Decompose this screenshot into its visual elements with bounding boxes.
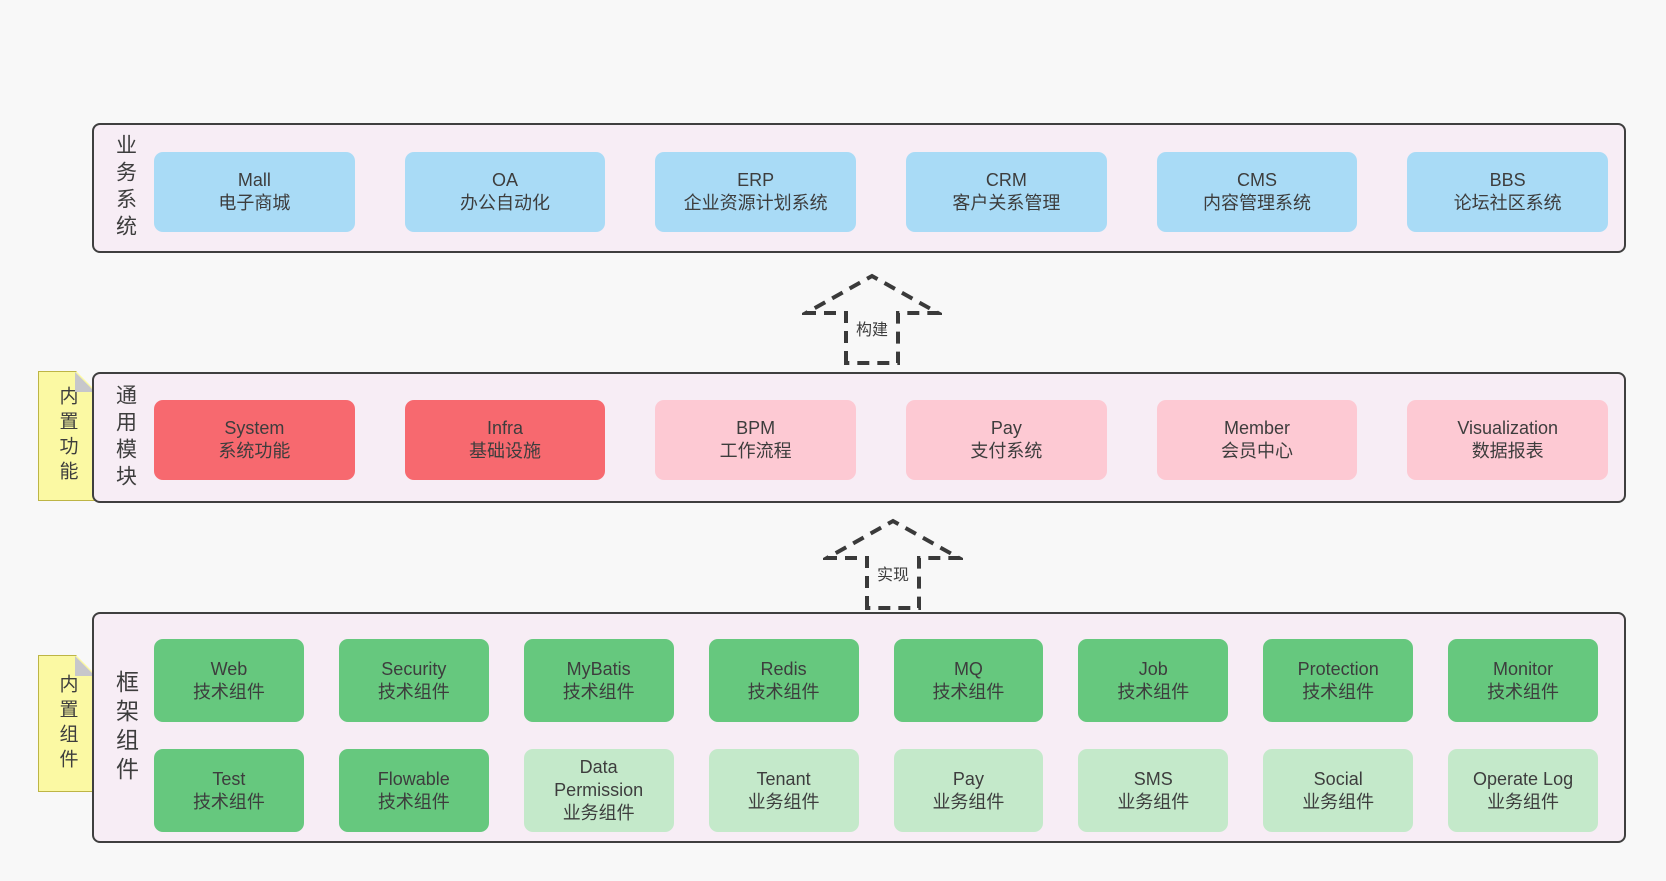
card-mq: MQ 技术组件	[893, 639, 1044, 722]
card-oa: OA 办公自动化	[404, 152, 606, 232]
panel-common-modules: 通用模块 System 系统功能 Infra 基础设施 BPM 工作流程 Pay…	[92, 372, 1626, 503]
build-arrow: 构建	[802, 273, 942, 365]
card-redis: Redis 技术组件	[708, 639, 859, 722]
card-sms: SMS 业务组件	[1078, 749, 1229, 832]
card-visualization: Visualization 数据报表	[1407, 400, 1609, 480]
card-pay-biz: Pay 业务组件	[893, 749, 1044, 832]
card-web: Web 技术组件	[154, 639, 304, 722]
sticky-note-builtin-components: 内置组件	[38, 655, 96, 792]
dashed-up-arrow-icon	[802, 273, 942, 365]
card-flowable: Flowable 技术组件	[338, 749, 489, 832]
card-operate-log: Operate Log 业务组件	[1448, 749, 1598, 832]
implement-arrow: 实现	[823, 518, 963, 610]
card-system: System 系统功能	[154, 400, 355, 480]
card-cms: CMS 内容管理系统	[1156, 152, 1358, 232]
card-crm: CRM 客户关系管理	[906, 152, 1107, 232]
sticky-label-builtin-features: 内置功能	[56, 386, 78, 486]
panel-business-systems: 业务系统 Mall 电子商城 OA 办公自动化 ERP 企业资源计划系统 CRM…	[92, 123, 1626, 253]
business-systems-row: Mall 电子商城 OA 办公自动化 ERP 企业资源计划系统 CRM 客户关系…	[154, 152, 1609, 232]
sticky-label-builtin-components: 内置组件	[56, 673, 78, 774]
card-pay: Pay 支付系统	[906, 400, 1107, 480]
card-bpm: BPM 工作流程	[655, 400, 857, 480]
card-member: Member 会员中心	[1156, 400, 1358, 480]
common-modules-row: System 系统功能 Infra 基础设施 BPM 工作流程 Pay 支付系统…	[154, 400, 1609, 480]
card-monitor: Monitor 技术组件	[1448, 639, 1598, 722]
card-protection: Protection 技术组件	[1263, 639, 1414, 722]
dashed-up-arrow-icon	[823, 518, 963, 610]
card-data-permission: Data Permission 业务组件	[523, 749, 674, 832]
implement-arrow-label: 实现	[871, 560, 915, 586]
card-test: Test 技术组件	[154, 749, 304, 832]
framework-components-row-2: Test 技术组件 Flowable 技术组件 Data Permission …	[154, 749, 1598, 832]
card-tenant: Tenant 业务组件	[708, 749, 859, 832]
card-social: Social 业务组件	[1263, 749, 1414, 832]
card-infra: Infra 基础设施	[404, 400, 606, 480]
card-erp: ERP 企业资源计划系统	[655, 152, 857, 232]
card-mybatis: MyBatis 技术组件	[523, 639, 674, 722]
card-job: Job 技术组件	[1078, 639, 1229, 722]
framework-components-row-1: Web 技术组件 Security 技术组件 MyBatis 技术组件 Redi…	[154, 639, 1598, 722]
card-bbs: BBS 论坛社区系统	[1407, 152, 1609, 232]
panel-label-common-modules: 通用模块	[113, 383, 137, 492]
sticky-note-builtin-features: 内置功能	[38, 371, 96, 501]
card-security: Security 技术组件	[338, 639, 489, 722]
build-arrow-label: 构建	[850, 315, 894, 341]
panel-label-framework-components: 框架组件	[112, 669, 139, 786]
panel-label-business-systems: 业务系统	[113, 134, 137, 242]
card-mall: Mall 电子商城	[154, 152, 355, 232]
panel-framework-components: 框架组件 Web 技术组件 Security 技术组件 MyBatis 技术组件…	[92, 612, 1626, 843]
